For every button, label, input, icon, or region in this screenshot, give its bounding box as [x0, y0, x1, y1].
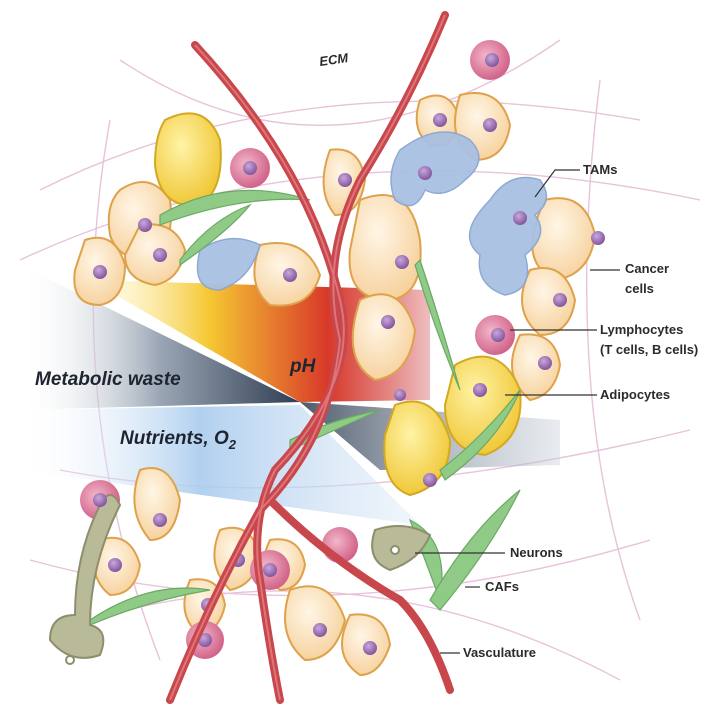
tams — [196, 131, 548, 296]
metabolic-waste-label: Metabolic waste — [35, 369, 181, 390]
callout-lines — [415, 169, 620, 654]
callout-vasculature: Vasculature — [463, 645, 536, 660]
adipocytes — [153, 112, 522, 497]
callout-lymph-line2: (T cells, B cells) — [600, 342, 698, 357]
nuclei — [93, 53, 605, 655]
callout-neurons: Neurons — [510, 545, 563, 560]
callout-adipocytes: Adipocytes — [600, 387, 670, 402]
callout-tams: TAMs — [583, 162, 617, 177]
nutrients-subscript: 2 — [228, 437, 237, 452]
nutrients-label: Nutrients, O2 — [120, 428, 237, 452]
neurons — [48, 494, 432, 665]
callout-cafs: CAFs — [485, 579, 519, 594]
callout-lymph-line1: Lymphocytes — [600, 322, 683, 337]
callout-cancer-line2: cells — [625, 281, 654, 296]
ph-label: pH — [289, 356, 317, 377]
ecm-label: ECM — [318, 50, 350, 69]
callout-cancer-line1: Cancer — [625, 261, 669, 276]
nutrients-text: Nutrients, O — [120, 428, 229, 449]
